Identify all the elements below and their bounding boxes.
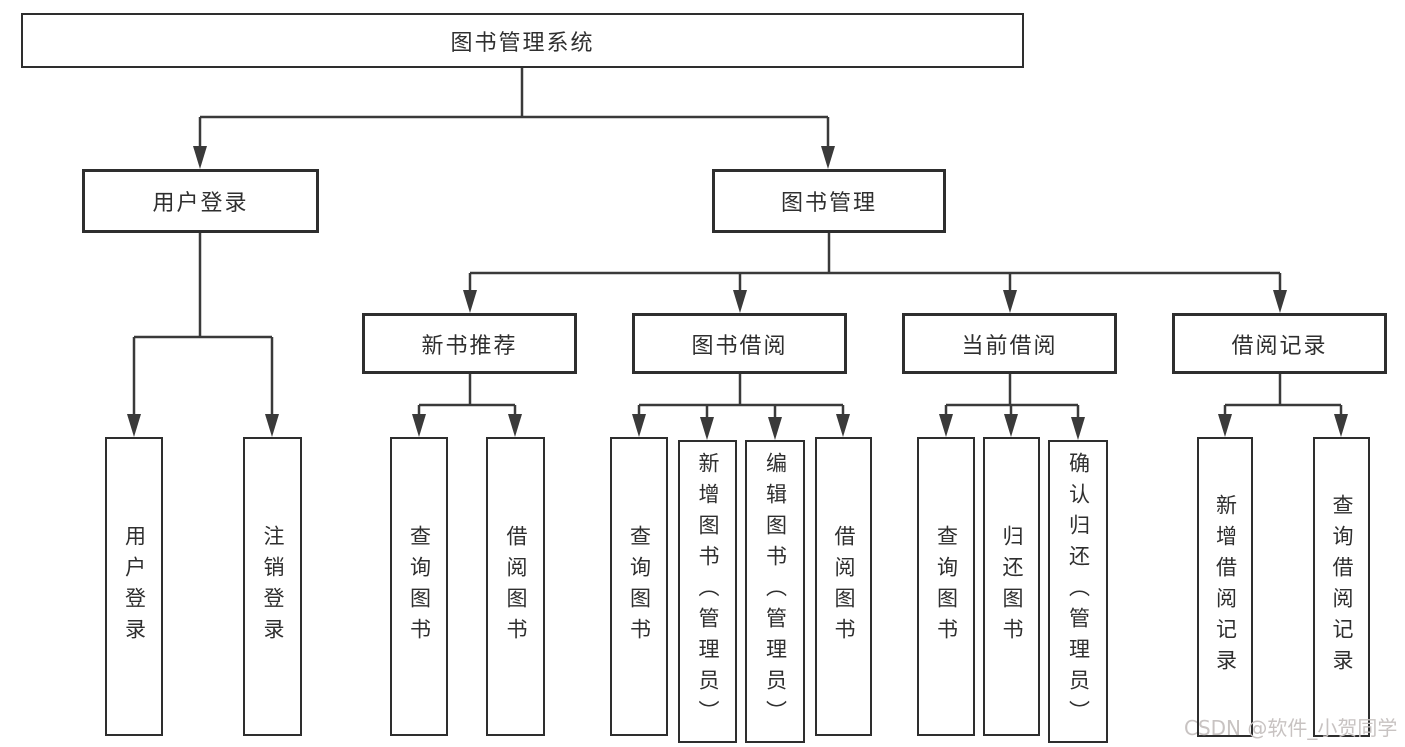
node-edit-books-admin: 编辑图书（管理员） — [745, 440, 805, 743]
node-label: 归还图书 — [1000, 524, 1024, 649]
node-query-borrow-record: 查询借阅记录 — [1313, 437, 1370, 737]
node-return-books: 归还图书 — [983, 437, 1040, 736]
node-query-books-3: 查询图书 — [917, 437, 975, 736]
node-label: 新增借阅记录 — [1213, 494, 1238, 680]
node-query-books-1: 查询图书 — [390, 437, 448, 736]
node-add-books-admin: 新增图书（管理员） — [678, 440, 737, 743]
csdn-watermark: CSDN @软件_小贺同学 — [1184, 716, 1398, 740]
node-label: 借阅图书 — [504, 524, 528, 649]
node-borrow-books-2: 借阅图书 — [815, 437, 872, 736]
node-label: 图书管理系统 — [450, 30, 595, 56]
node-borrowing-records: 借阅记录 — [1172, 313, 1387, 374]
node-label: 新书推荐 — [421, 333, 518, 359]
node-borrow-books-1: 借阅图书 — [486, 437, 545, 736]
node-label: 新增图书（管理员） — [696, 452, 720, 731]
node-label: 查询借阅记录 — [1330, 494, 1354, 680]
node-label: 用户登录 — [122, 524, 147, 649]
node-book-borrowing: 图书借阅 — [632, 313, 847, 374]
node-new-book-recommendation: 新书推荐 — [362, 313, 577, 374]
node-label: 查询图书 — [934, 524, 959, 649]
node-label: 注销登录 — [261, 524, 285, 649]
node-query-books-2: 查询图书 — [610, 437, 668, 736]
node-label: 图书管理 — [780, 191, 877, 216]
node-label: 图书借阅 — [691, 333, 788, 359]
node-current-borrowing: 当前借阅 — [902, 313, 1117, 374]
node-user-login: 用户登录 — [82, 169, 319, 233]
node-book-management: 图书管理 — [712, 169, 946, 233]
node-user-login-leaf: 用户登录 — [105, 437, 163, 736]
node-library-management-system: 图书管理系统 — [21, 13, 1024, 68]
node-label: 查询图书 — [407, 524, 432, 649]
node-confirm-return-admin: 确认归还（管理员） — [1048, 440, 1108, 743]
node-logout: 注销登录 — [243, 437, 302, 736]
node-label: 查询图书 — [627, 524, 652, 649]
node-label: 确认归还（管理员） — [1066, 452, 1091, 731]
node-label: 借阅记录 — [1231, 333, 1328, 359]
node-label: 借阅图书 — [832, 524, 856, 649]
node-label: 编辑图书（管理员） — [763, 452, 788, 731]
node-label: 当前借阅 — [961, 333, 1058, 359]
node-add-borrow-record: 新增借阅记录 — [1197, 437, 1253, 737]
arrowheads — [127, 146, 1348, 440]
node-label: 用户登录 — [152, 191, 249, 216]
